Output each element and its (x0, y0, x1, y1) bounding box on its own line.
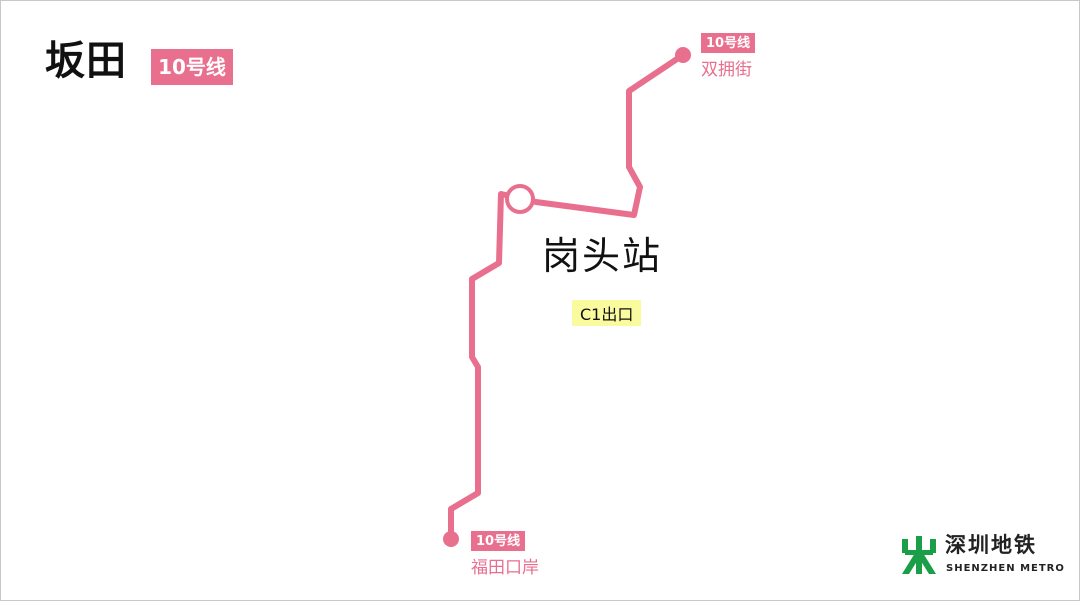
brand-name-en: SHENZHEN METRO (946, 563, 1065, 574)
header-line-badge: 10号线 (151, 49, 233, 85)
terminal-dot-bottom (443, 531, 459, 547)
terminal-dot-top (675, 47, 691, 63)
exit-tag: C1出口 (572, 300, 642, 326)
district-title: 坂田 (45, 38, 127, 84)
station-name: 岗头站 (542, 234, 663, 278)
brand-name-cn: 深圳地铁 (945, 533, 1037, 557)
terminal-bottom-line-badge: 10号线 (471, 531, 526, 551)
shenzhen-metro-logo-icon (902, 536, 936, 574)
shenzhen-metro-logo: 深圳地铁 SHENZHEN METRO (901, 533, 1064, 579)
terminal-bottom-name: 福田口岸 (471, 558, 539, 578)
station-marker (505, 184, 535, 214)
terminal-top-line-badge: 10号线 (701, 33, 756, 53)
line-10-route (448, 52, 686, 542)
terminal-top-name: 双拥街 (701, 60, 752, 80)
